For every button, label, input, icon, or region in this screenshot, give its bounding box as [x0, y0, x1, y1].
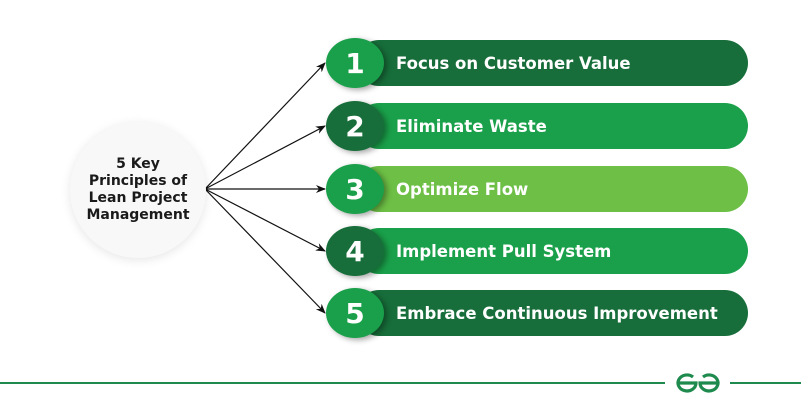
principle-bar: Eliminate Waste [356, 103, 748, 149]
principle-label: Eliminate Waste [396, 116, 547, 136]
principle-number: 4 [345, 234, 365, 268]
principle-label: Implement Pull System [396, 241, 612, 261]
principle-row: Optimize Flow 3 [326, 164, 748, 214]
principle-label: Optimize Flow [396, 179, 529, 199]
principle-number: 2 [345, 109, 365, 143]
principle-number-badge: 1 [326, 38, 384, 88]
principle-label: Focus on Customer Value [396, 53, 631, 73]
principle-number-badge: 2 [326, 101, 384, 151]
arrow-2 [204, 125, 326, 190]
principle-number: 1 [345, 46, 365, 80]
principle-number: 5 [345, 296, 365, 330]
hub-circle: 5 Key Principles of Lean Project Managem… [70, 122, 206, 258]
gfg-logo-icon [676, 373, 720, 393]
principle-bar: Optimize Flow [356, 166, 748, 212]
principle-number-badge: 4 [326, 226, 384, 276]
principle-bar: Embrace Continuous Improvement [356, 290, 748, 336]
principle-row: Implement Pull System 4 [326, 226, 748, 276]
principle-bar: Focus on Customer Value [356, 40, 748, 86]
principle-number-badge: 3 [326, 164, 384, 214]
footer-line-left [0, 382, 665, 384]
principle-bar: Implement Pull System [356, 228, 748, 274]
arrow-5 [204, 188, 326, 314]
principle-row: Embrace Continuous Improvement 5 [326, 288, 748, 338]
principle-label: Embrace Continuous Improvement [396, 303, 718, 323]
arrow-4 [204, 188, 326, 252]
principle-number: 3 [345, 172, 365, 206]
footer-line-right [730, 382, 801, 384]
principle-row: Eliminate Waste 2 [326, 101, 748, 151]
arrow-1 [204, 62, 326, 190]
hub-title: 5 Key Principles of Lean Project Managem… [86, 156, 190, 223]
principle-number-badge: 5 [326, 288, 384, 338]
principle-row: Focus on Customer Value 1 [326, 38, 748, 88]
